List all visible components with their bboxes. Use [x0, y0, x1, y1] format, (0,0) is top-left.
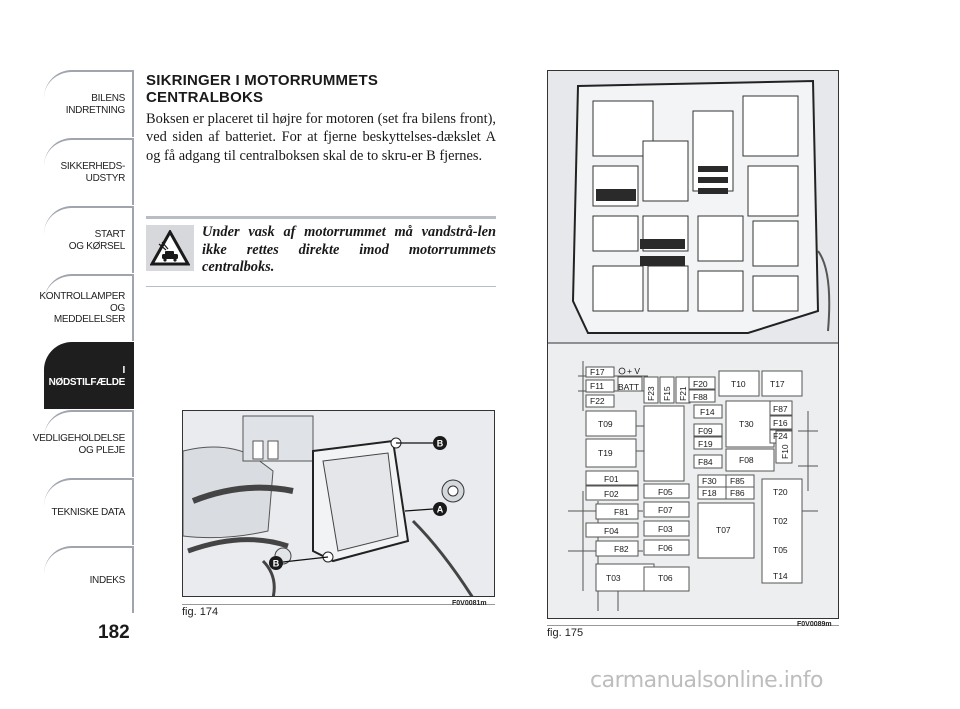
svg-text:T30: T30 — [739, 419, 754, 429]
svg-text:F09: F09 — [698, 426, 713, 436]
svg-text:F17: F17 — [590, 367, 605, 377]
warning-divider-bottom — [146, 286, 496, 287]
svg-text:T09: T09 — [598, 419, 613, 429]
svg-text:F21: F21 — [678, 386, 688, 401]
svg-text:F08: F08 — [739, 455, 754, 465]
svg-text:F84: F84 — [698, 457, 713, 467]
svg-text:F01: F01 — [604, 474, 619, 484]
svg-text:F02: F02 — [604, 489, 619, 499]
figure-174-rule — [182, 604, 495, 605]
chapter-tabs: BILENS INDRETNING SIKKERHEDS- UDSTYR STA… — [33, 70, 134, 614]
svg-text:T07: T07 — [716, 525, 731, 535]
svg-text:T20: T20 — [773, 487, 788, 497]
section-body: Boksen er placeret til højre for motoren… — [146, 111, 496, 164]
figure-175-fuse-box: F17 + V F11 BATT F22 F23 F15 F21 F20 F88… — [547, 70, 839, 619]
car-wash-warning-icon — [146, 225, 194, 271]
tab-sikkerhedsudstyr[interactable]: SIKKERHEDS- UDSTYR — [44, 138, 134, 205]
svg-text:T03: T03 — [606, 573, 621, 583]
svg-text:F11: F11 — [590, 381, 604, 391]
svg-text:F18: F18 — [702, 488, 717, 498]
figure-175-rule — [547, 625, 839, 626]
svg-text:F04: F04 — [604, 526, 619, 536]
figure-175-code: F0V0089m — [797, 621, 832, 628]
svg-text:F86: F86 — [730, 488, 745, 498]
marker-b-bottom — [269, 556, 283, 570]
svg-text:B: B — [273, 559, 280, 569]
svg-text:F15: F15 — [662, 386, 672, 401]
svg-text:F81: F81 — [614, 507, 629, 517]
marker-a — [433, 502, 447, 516]
svg-text:F88: F88 — [693, 392, 708, 402]
svg-text:F85: F85 — [730, 476, 745, 486]
svg-text:T06: T06 — [658, 573, 673, 583]
svg-text:F05: F05 — [658, 487, 673, 497]
tab-start-og-korsel[interactable]: START OG KØRSEL — [44, 206, 134, 273]
svg-text:BATT: BATT — [618, 382, 639, 392]
svg-text:F10: F10 — [780, 444, 790, 459]
tab-bilens-indretning[interactable]: BILENS INDRETNING — [44, 70, 134, 137]
tab-indeks[interactable]: INDEKS — [44, 546, 134, 613]
svg-text:T10: T10 — [731, 379, 746, 389]
svg-text:T02: T02 — [773, 516, 788, 526]
svg-text:T19: T19 — [598, 448, 613, 458]
figure-175-caption: fig. 175 — [547, 627, 584, 639]
figure-174-engine-bay: B A B — [182, 410, 495, 597]
warning-divider-top — [146, 216, 496, 219]
svg-text:F82: F82 — [614, 544, 629, 554]
svg-text:F07: F07 — [658, 505, 673, 515]
svg-text:T05: T05 — [773, 545, 788, 555]
svg-text:F19: F19 — [698, 439, 713, 449]
warning-text: Under vask af motorrummet må vandstrå-le… — [202, 224, 496, 275]
figure-174-code: F0V0081m — [452, 600, 487, 607]
watermark: carmanualsonline.info — [590, 668, 823, 693]
marker-b-top — [433, 436, 447, 450]
svg-text:+ V: + V — [627, 366, 640, 376]
tab-kontrollamper[interactable]: KONTROLLAMPER OG MEDDELELSER — [39, 274, 134, 341]
tab-i-nodstilfaelde[interactable]: I NØDSTILFÆLDE — [44, 342, 134, 409]
svg-text:F20: F20 — [693, 379, 708, 389]
svg-text:F24: F24 — [773, 431, 788, 441]
svg-text:F23: F23 — [646, 386, 656, 401]
figure-174-caption: fig. 174 — [182, 606, 219, 618]
svg-text:F87: F87 — [773, 404, 788, 414]
svg-text:B: B — [437, 439, 444, 449]
tab-vedligeholdelse[interactable]: VEDLIGEHOLDELSE OG PLEJE — [33, 410, 134, 477]
svg-text:F14: F14 — [700, 407, 715, 417]
svg-text:F03: F03 — [658, 524, 673, 534]
svg-text:F22: F22 — [590, 396, 605, 406]
tab-tekniske-data[interactable]: TEKNISKE DATA — [44, 478, 134, 545]
page-number: 182 — [98, 622, 130, 643]
svg-text:F16: F16 — [773, 418, 788, 428]
svg-text:A: A — [437, 505, 444, 515]
svg-text:F30: F30 — [702, 476, 717, 486]
svg-text:T17: T17 — [770, 379, 785, 389]
svg-text:F06: F06 — [658, 543, 673, 553]
svg-text:T14: T14 — [773, 571, 788, 581]
section-heading: SIKRINGER I MOTORRUMMETS CENTRALBOKS — [146, 72, 379, 106]
